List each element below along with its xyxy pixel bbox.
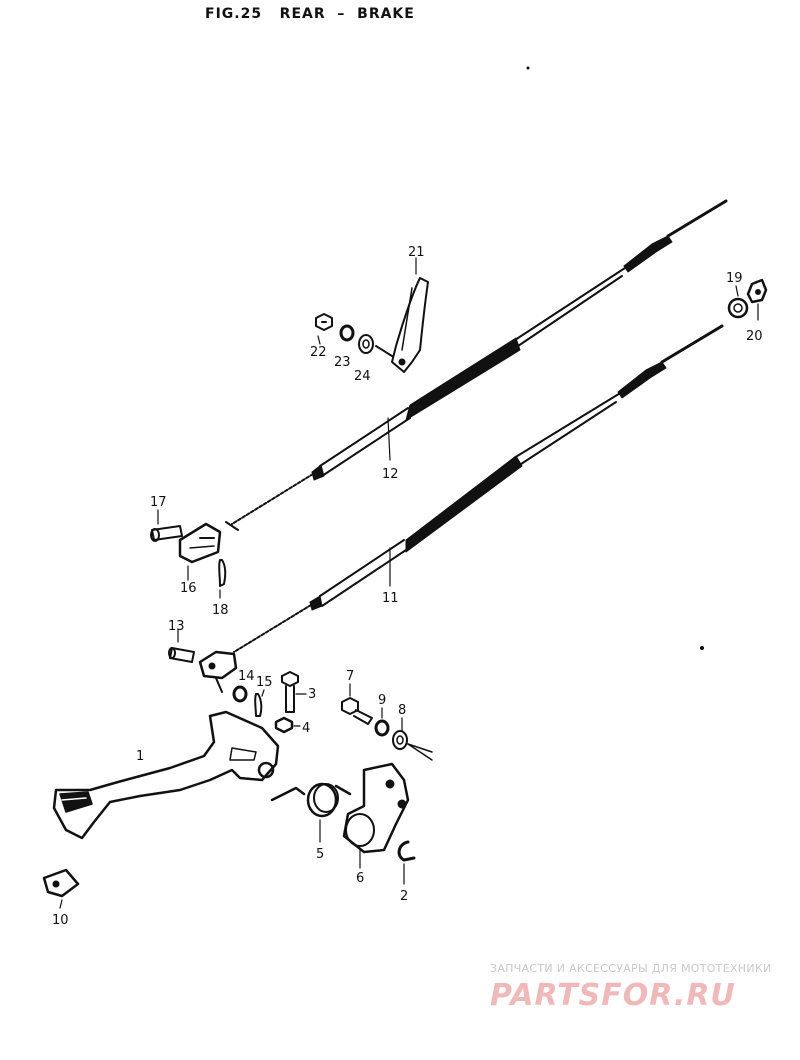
callout-1: 1 <box>136 749 144 764</box>
part-7-bolt <box>341 697 373 725</box>
part-3-bolt <box>281 671 299 713</box>
callout-22: 22 <box>310 345 327 360</box>
part-20-clip <box>746 278 768 304</box>
brake-cable-upper-12 <box>225 199 728 531</box>
part-19-nut <box>727 297 749 319</box>
part-22-bolt <box>315 313 333 331</box>
watermark-caption: ЗАПЧАСТИ И АКСЕССУАРЫ ДЛЯ МОТОТЕХНИКИ <box>490 962 772 975</box>
callout-7: 7 <box>346 669 354 684</box>
callout-15: 15 <box>256 675 273 690</box>
callout-6: 6 <box>356 871 364 886</box>
callout-4: 4 <box>302 721 310 736</box>
part-17-clevis-pin <box>150 525 183 542</box>
part-10-bracket <box>42 868 80 898</box>
brake-cable-lower-11 <box>233 324 724 653</box>
part-8-washer <box>392 730 433 761</box>
callout-19: 19 <box>726 271 743 286</box>
callout-20: 20 <box>746 329 763 344</box>
callout-10: 10 <box>52 913 69 928</box>
watermark-logo: PARTSFOR.RU <box>490 978 736 1013</box>
callout-2: 2 <box>400 889 408 904</box>
part-5-return-spring <box>270 782 352 818</box>
part-14-clevis <box>198 650 248 703</box>
part-2-circlip <box>397 840 416 862</box>
callout-13: 13 <box>168 619 185 634</box>
part-4-nut <box>274 716 294 734</box>
callout-16: 16 <box>180 581 197 596</box>
part-23-washer <box>339 324 355 342</box>
part-9-washer <box>374 719 390 737</box>
callout-5: 5 <box>316 847 324 862</box>
callout-12: 12 <box>382 467 399 482</box>
part-18-cotter-pin <box>218 559 227 587</box>
part-1-brake-pedal <box>52 710 280 840</box>
callout-9: 9 <box>378 693 386 708</box>
callout-18: 18 <box>212 603 229 618</box>
part-16-clevis <box>178 522 222 564</box>
callout-11: 11 <box>382 591 399 606</box>
figure-title: FIG.25 REAR – BRAKE <box>205 6 415 22</box>
part-24-washer <box>358 334 393 357</box>
part-13-clevis-pin <box>168 647 195 663</box>
callout-8: 8 <box>398 703 406 718</box>
part-15-cotter-pin <box>254 693 263 717</box>
callout-3: 3 <box>308 687 316 702</box>
callout-23: 23 <box>334 355 351 370</box>
part-21-cable-clamp <box>391 277 429 373</box>
callout-24: 24 <box>354 369 371 384</box>
part-6-brake-lever <box>342 762 410 854</box>
callout-14: 14 <box>238 669 255 684</box>
callout-21: 21 <box>408 245 425 260</box>
callout-17: 17 <box>150 495 167 510</box>
